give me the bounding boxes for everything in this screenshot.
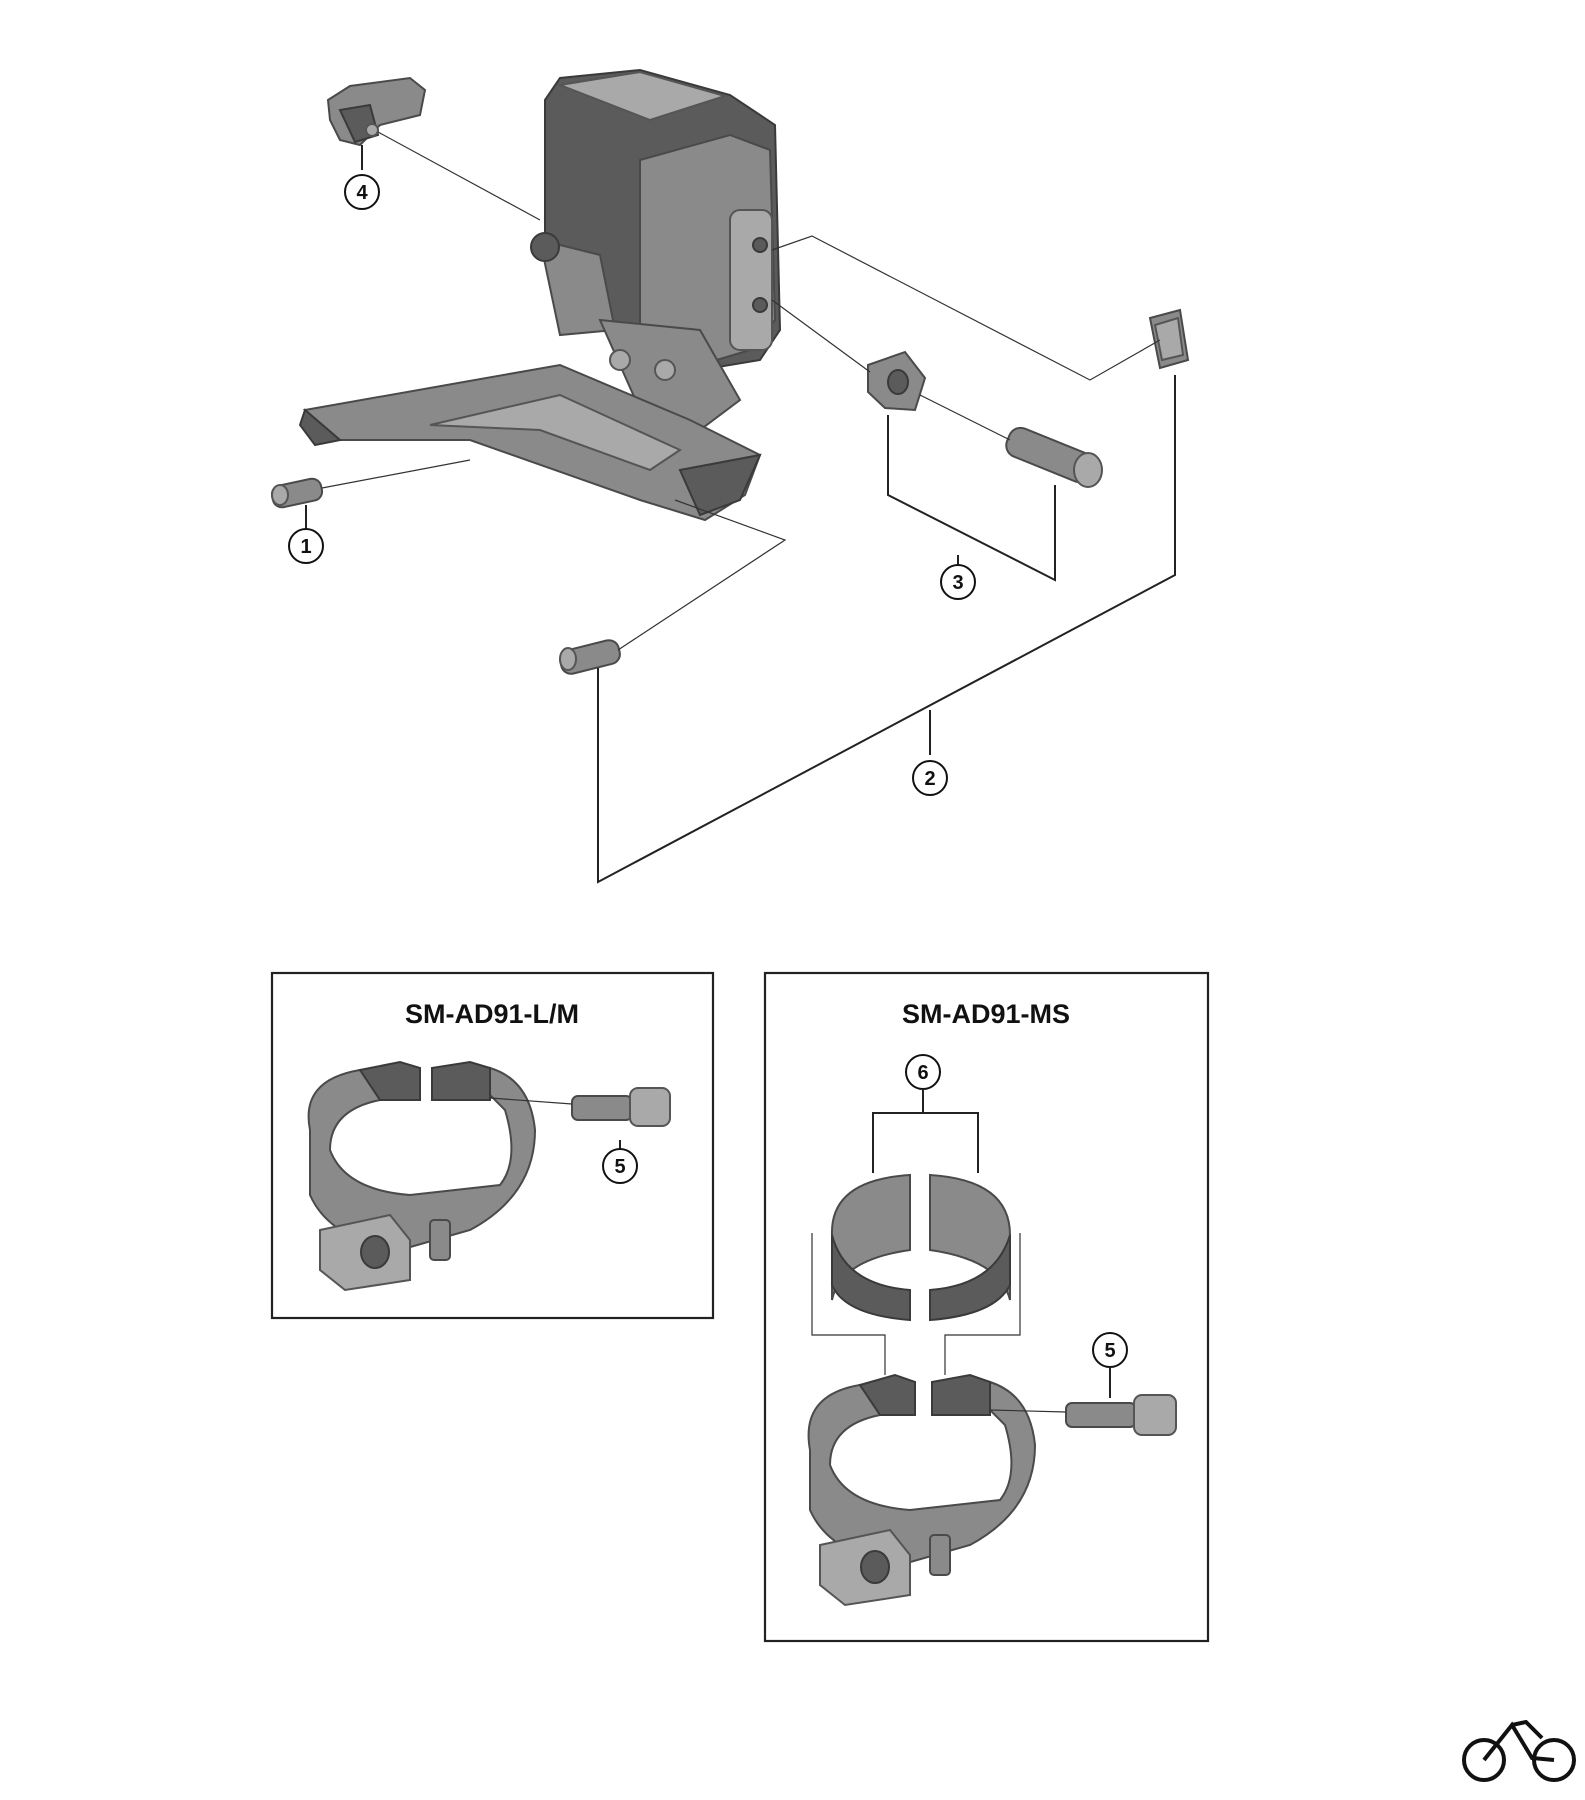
sticker-pad-part <box>1148 308 1190 370</box>
callout-5-lm: 5 <box>602 1148 638 1184</box>
callout-4: 4 <box>344 174 380 210</box>
svg-text:1: 1 <box>300 536 311 558</box>
callout-3: 3 <box>940 564 976 600</box>
clamp-bolt-ms <box>1065 1394 1177 1436</box>
band-clamp-lm <box>307 1060 537 1292</box>
box-title-lm: SM-AD91-L/M <box>405 999 579 1029</box>
svg-text:2: 2 <box>924 768 935 790</box>
bicycle-icon <box>1462 1719 1576 1782</box>
svg-text:3: 3 <box>952 572 963 594</box>
adjust-screw-part <box>270 477 324 509</box>
svg-text:4: 4 <box>356 182 368 204</box>
svg-text:5: 5 <box>1104 1340 1115 1362</box>
box-sm-ad91-lm <box>270 971 715 1320</box>
front-derailleur-illustration <box>298 68 782 522</box>
callout-1: 1 <box>288 528 324 564</box>
band-clamp-ms <box>807 1373 1037 1607</box>
box-title-ms: SM-AD91-MS <box>902 999 1070 1029</box>
bolt-washer-part <box>867 350 1103 488</box>
svg-text:5: 5 <box>614 1156 625 1178</box>
clamp-bolt-lm <box>571 1087 671 1127</box>
box-sm-ad91-ms <box>763 971 1210 1643</box>
callout-6: 6 <box>905 1054 941 1090</box>
callout-2: 2 <box>912 760 948 796</box>
cable-cover-part <box>326 76 427 147</box>
svg-text:6: 6 <box>917 1062 928 1084</box>
callout-5-ms: 5 <box>1092 1332 1128 1368</box>
support-screw-part <box>559 639 621 675</box>
shim-ring-part <box>830 1173 1011 1322</box>
